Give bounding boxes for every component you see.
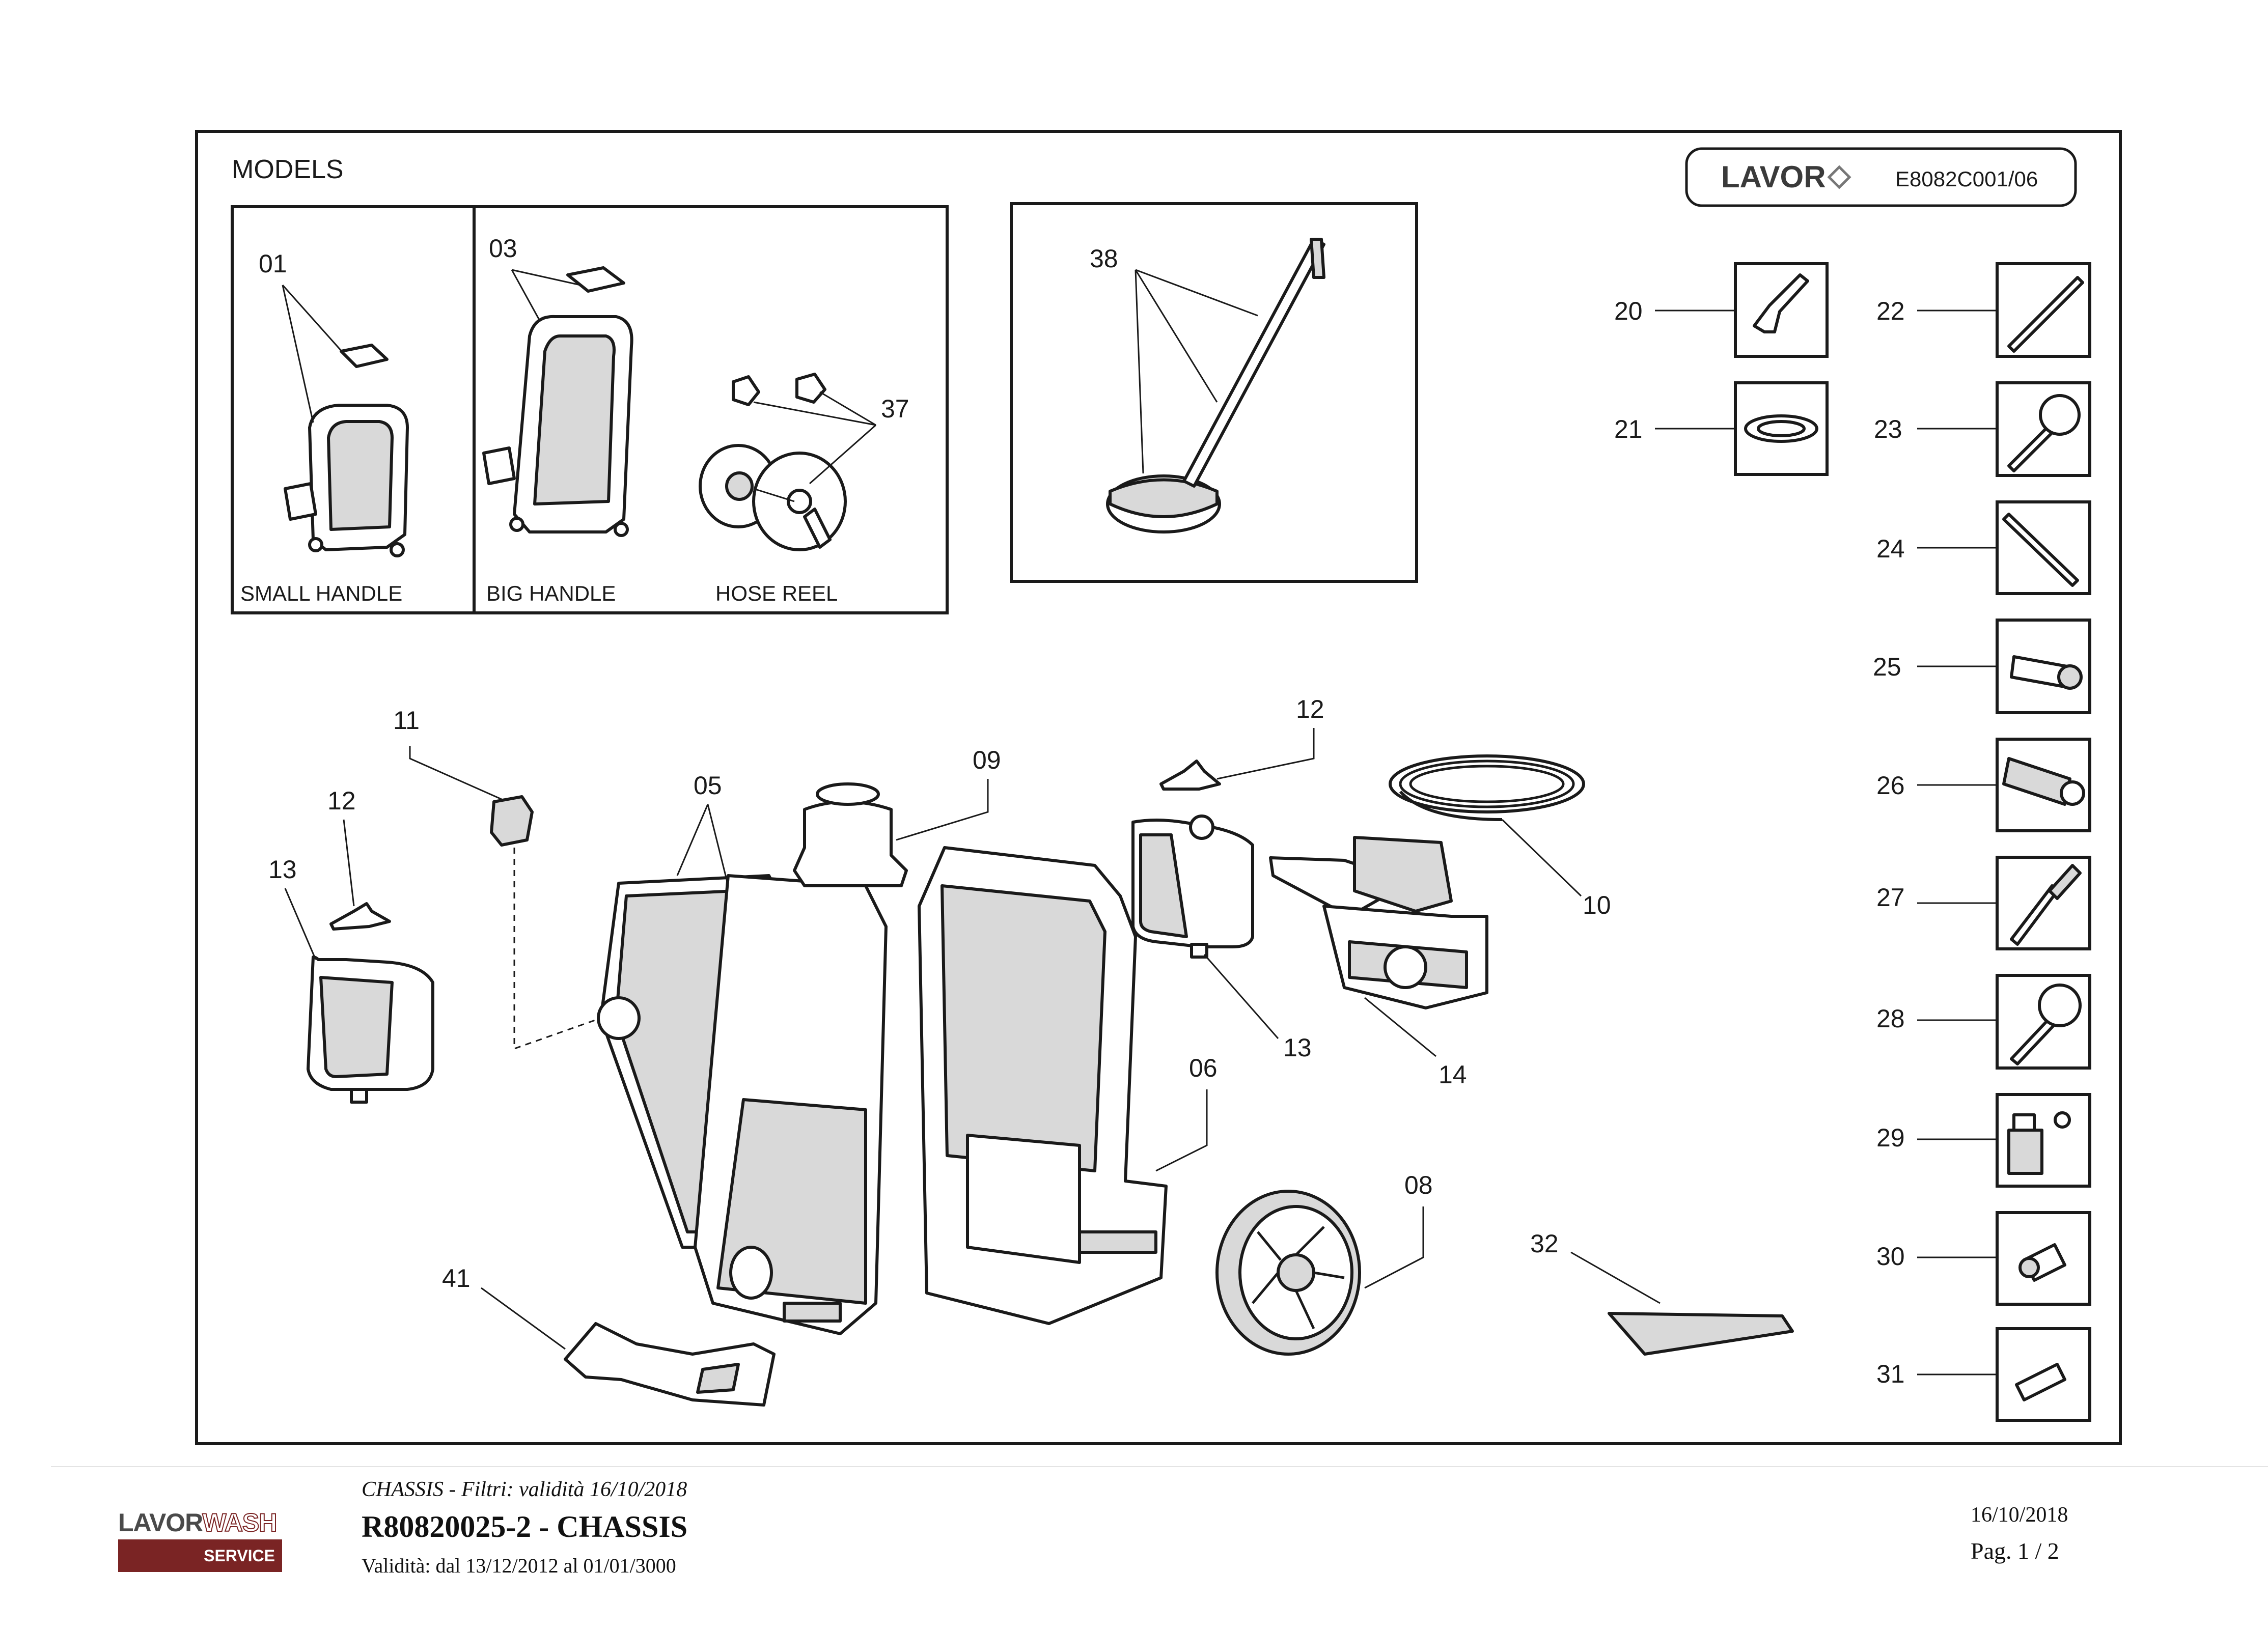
leader-08 [1364,1206,1424,1289]
accessory-28 [1996,974,2091,1070]
logo-service-band: SERVICE [118,1539,282,1572]
label-13-right: 13 [1283,1033,1312,1062]
label-22: 22 [1876,297,1905,325]
label-38: 38 [1090,244,1118,273]
leader-14 [1364,997,1436,1057]
logo-wordmark: LAVORWASH [118,1508,278,1537]
label-30: 30 [1876,1242,1905,1271]
leader-38 [1135,269,1258,474]
label-41: 41 [442,1264,471,1293]
accessory-25 [1996,619,2091,714]
caption-small-handle: SMALL HANDLE [240,581,402,605]
dashed-11 [513,848,601,1050]
part-08-wheel [1215,1190,1361,1356]
part-05-front-body [597,874,888,1335]
leader-12-right [1216,728,1315,780]
label-08: 08 [1404,1171,1433,1199]
leader-13-left [284,888,317,960]
leader-01 [282,285,347,423]
label-10: 10 [1583,891,1611,919]
label-32: 32 [1530,1229,1559,1258]
label-28: 28 [1876,1004,1905,1033]
part-11-switch [490,795,534,847]
brand-logo: LAVOR [1721,160,1826,194]
part-09-filter [793,782,908,887]
label-29: 29 [1876,1124,1905,1152]
label-20: 20 [1614,297,1643,325]
part-12-cap-right [1159,760,1221,791]
accessory-31 [1996,1327,2091,1422]
label-31: 31 [1876,1360,1905,1388]
label-11: 11 [393,706,420,735]
label-09: 09 [973,746,1001,774]
accessory-22 [1996,262,2091,358]
lavorwash-service-logo: LAVORWASH SERVICE [118,1508,282,1572]
footer-date: 16/10/2018 [1971,1503,2068,1527]
label-25: 25 [1873,653,1901,681]
accessory-24 [1996,500,2091,595]
leader-12-left [343,819,355,907]
caption-hose-reel: HOSE REEL [715,581,838,605]
label-27: 27 [1876,883,1905,912]
accessory-29 [1996,1093,2091,1188]
leader-32 [1570,1251,1661,1304]
leader-09 [896,779,989,841]
footer-divider [51,1466,2268,1467]
label-12-left: 12 [327,787,356,815]
leader-13-right [1203,954,1279,1039]
footer-title: R80820025-2 - CHASSIS [362,1510,688,1543]
label-24: 24 [1876,535,1905,563]
accessory-23 [1996,381,2091,477]
surface-cleaner-drawing [1106,238,1325,533]
brand-badge-frame [1685,147,2077,207]
label-23: 23 [1874,415,1902,443]
leader-11 [409,746,502,800]
label-37: 37 [881,395,909,423]
footer-caption: CHASSIS - Filtri: validità 16/10/2018 [362,1478,687,1501]
accessory-21 [1734,381,1829,476]
diagram-frame [195,130,2122,1445]
accessory-27 [1996,856,2091,950]
part-12-cap-left [329,902,391,931]
accessory-26 [1996,738,2091,832]
label-01: 01 [259,249,287,278]
part-14-pump [1269,836,1488,1009]
part-32-manual [1608,1312,1794,1356]
leader-41 [481,1287,566,1350]
leader-05 [676,804,729,886]
leader-03 [511,269,581,321]
part-06-rear-body [918,846,1168,1325]
leader-06 [1155,1089,1208,1172]
big-handle-drawing [482,266,633,537]
label-12-right: 12 [1296,695,1324,723]
drawing-code: E8082C001/06 [1895,167,2038,191]
caption-big-handle: BIG HANDLE [486,581,616,605]
part-13-tank-left [307,956,434,1104]
footer-page-number: Pag. 1 / 2 [1971,1538,2059,1564]
small-handle-drawing [284,344,409,557]
leader-10 [1501,819,1582,897]
label-06: 06 [1189,1054,1218,1082]
label-14: 14 [1439,1060,1467,1089]
leader-37 [753,391,876,485]
models-box [231,205,949,614]
brand-badge: LAVOR E8082C001/06 [1685,147,2077,207]
models-heading: MODELS [232,155,344,184]
label-21: 21 [1614,415,1643,443]
part-13-tank-right [1131,814,1254,959]
label-13-left: 13 [268,855,297,884]
brand-diamond-icon [1827,165,1851,189]
footer-validity: Validità: dal 13/12/2012 al 01/01/3000 [362,1554,676,1577]
label-05: 05 [694,771,722,800]
part-41-base [564,1322,776,1407]
hose-reel-drawing [699,373,847,551]
surface-cleaner-box [1010,202,1418,583]
accessory-20 [1734,262,1829,358]
label-26: 26 [1876,771,1905,800]
part-10-hose [1389,754,1585,821]
accessory-30 [1996,1211,2091,1306]
label-03: 03 [489,234,517,263]
